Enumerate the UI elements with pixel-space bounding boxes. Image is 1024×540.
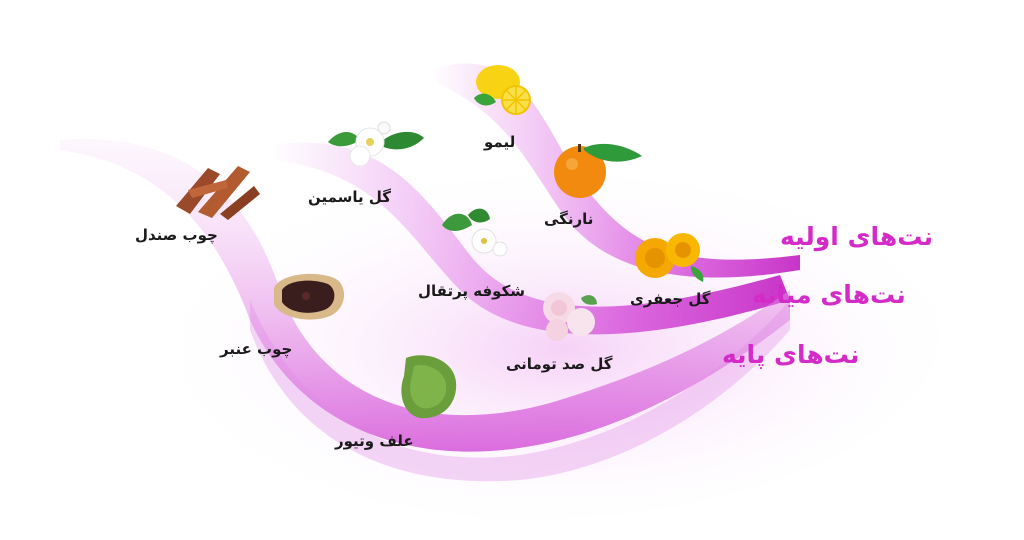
ribbon-glow [100, 140, 940, 520]
lemon-icon [474, 65, 531, 115]
note-label-peony: گل صد تومانی [506, 355, 613, 373]
note-label-amber-wood: چوب عنبر [220, 340, 293, 358]
tier-top-notes: نت‌های اولیه [780, 222, 934, 251]
orange-blossom-icon [442, 208, 508, 257]
note-label-marigold: گل جعفری [630, 290, 711, 308]
tangerine-icon [554, 143, 642, 198]
note-label-orange-blossom: شکوفه پرتقال [418, 282, 526, 300]
ribbon-bottom [250, 300, 790, 482]
jasmine-icon [328, 121, 424, 167]
ribbon-top [430, 63, 800, 278]
tier-base-notes: نت‌های پایه [722, 340, 860, 369]
ribbon-middle [270, 142, 790, 335]
amber-wood-icon [274, 273, 345, 320]
note-label-sandalwood: چوب صندل [135, 226, 218, 244]
note-label-tangerine: نارنگی [544, 210, 594, 228]
note-label-jasmine: گل یاسمین [308, 188, 392, 206]
note-label-vetiver: علف وتیور [335, 432, 414, 450]
tier-middle-notes: نت‌های میانه [752, 280, 906, 309]
ribbon-base [60, 139, 790, 452]
marigold-icon [635, 233, 704, 282]
peony-icon [543, 292, 597, 341]
sandalwood-icon [176, 166, 260, 220]
note-label-lemon: لیمو [484, 133, 516, 151]
vetiver-icon [401, 355, 457, 419]
